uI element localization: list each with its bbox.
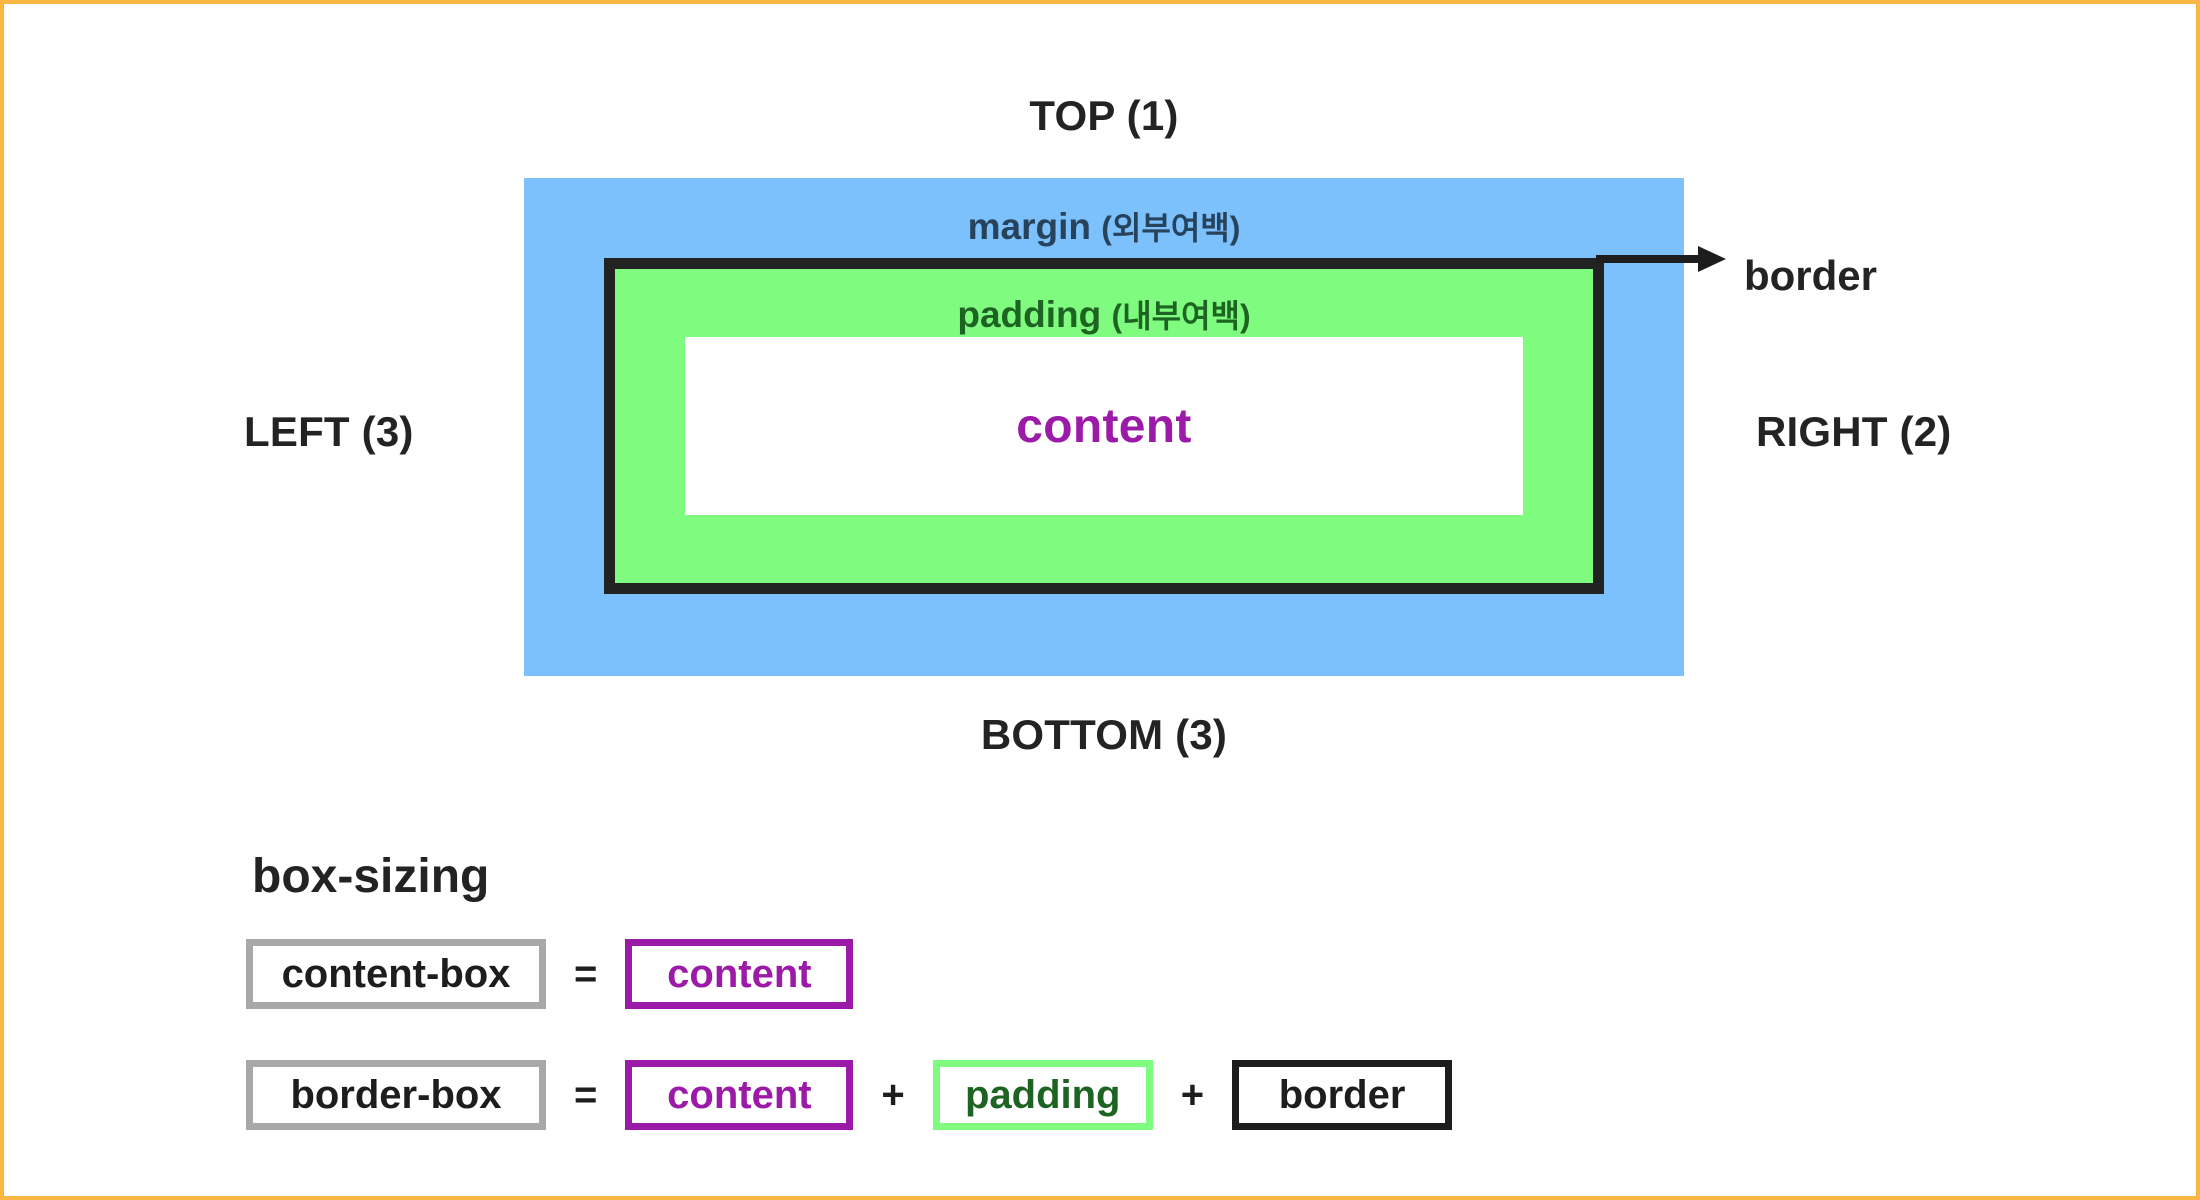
border-box: padding (내부여백) content bbox=[604, 258, 1604, 594]
chip-content: content bbox=[625, 1060, 854, 1130]
chip-border: border bbox=[1232, 1060, 1453, 1130]
margin-caption: margin (외부여백) bbox=[524, 203, 1684, 249]
padding-korean-text: (내부여백) bbox=[1111, 298, 1251, 334]
label-right: RIGHT (2) bbox=[1756, 408, 1952, 455]
border-callout-label: border bbox=[1744, 252, 1878, 299]
content-label: content bbox=[1016, 399, 1192, 453]
margin-box: margin (외부여백) padding (내부여백) content bbox=[524, 178, 1684, 676]
equals-operator: = bbox=[574, 1072, 598, 1117]
plus-operator: + bbox=[1180, 1072, 1205, 1117]
box-sizing-title: box-sizing bbox=[252, 850, 490, 903]
equation-row-border-box: border-box = content + padding + border bbox=[246, 1060, 1453, 1130]
padding-caption: padding (내부여백) bbox=[615, 291, 1593, 337]
content-box: content bbox=[685, 337, 1523, 515]
equation-row-content-box: content-box = content bbox=[246, 939, 854, 1009]
label-top: TOP (1) bbox=[1029, 92, 1179, 139]
margin-keyword: margin bbox=[967, 206, 1091, 247]
chip-content-box: content-box bbox=[246, 939, 546, 1009]
margin-korean-text: (외부여백) bbox=[1101, 210, 1241, 246]
chip-padding: padding bbox=[932, 1060, 1153, 1130]
label-bottom: BOTTOM (3) bbox=[980, 711, 1228, 758]
chip-border-box: border-box bbox=[246, 1060, 546, 1130]
border-arrow-icon bbox=[1596, 246, 1726, 272]
chip-content: content bbox=[625, 939, 854, 1009]
label-left: LEFT (3) bbox=[244, 408, 414, 455]
padding-keyword: padding bbox=[957, 294, 1102, 335]
plus-operator: + bbox=[881, 1072, 905, 1117]
equals-operator: = bbox=[574, 951, 598, 996]
